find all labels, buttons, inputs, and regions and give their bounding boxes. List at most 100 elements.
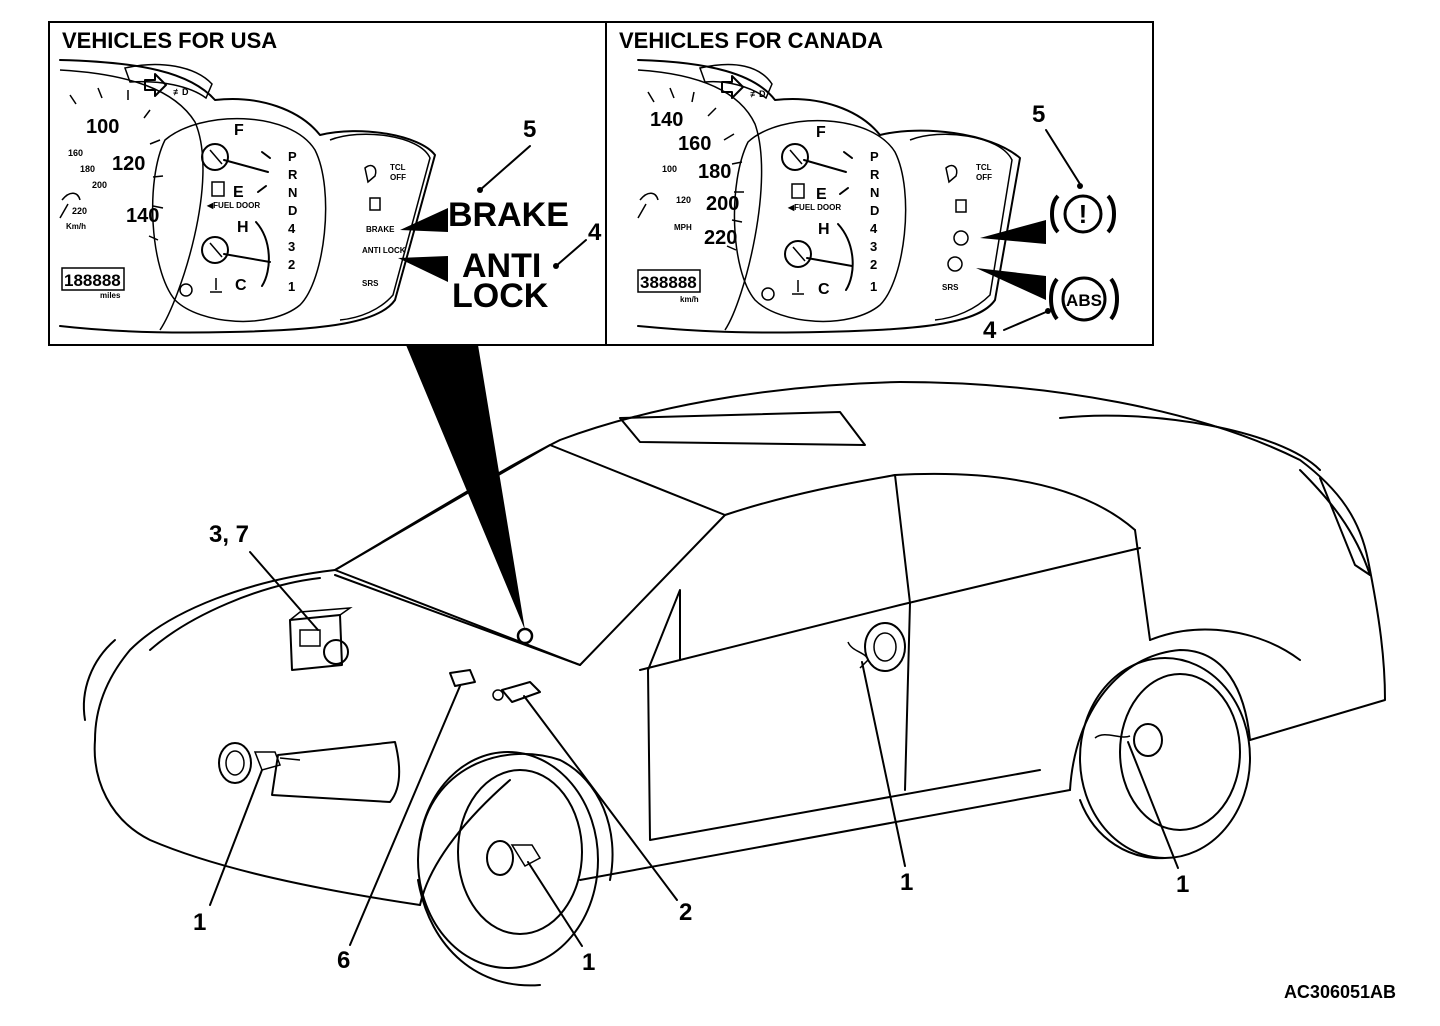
callout-g-sensor-leader (349, 685, 461, 946)
front-wheel-speed-sensor-ring (486, 840, 514, 876)
gear-label: 1 (288, 279, 295, 294)
sensor-head (253, 751, 301, 771)
gear-label: 4 (288, 221, 296, 236)
speed-label: 120 (112, 153, 145, 175)
tcl-off-label-2: OFF (390, 173, 406, 182)
gear-label: 3 (870, 239, 877, 254)
vehicle-body (82, 381, 1386, 906)
abs-hydraulic-unit (289, 607, 353, 671)
callout-front-right-sensor: 1 (582, 949, 595, 976)
stop-switch-body (501, 681, 541, 703)
abs-pointer-wedge (976, 268, 1046, 300)
srs-lamp-small: SRS (362, 279, 379, 288)
callout-rear-left-sensor: 1 (900, 869, 913, 896)
hood-edge (94, 569, 336, 741)
srs-lamp-small: SRS (942, 283, 959, 292)
rear-wheel-speed-sensor (1094, 734, 1131, 739)
speed-minor-label: 220 (72, 206, 87, 216)
fuel-pump-icon (211, 181, 225, 197)
inset-frame (48, 21, 1154, 346)
fog-lamp-icon: ≢D (173, 87, 189, 97)
usa-fuel-gauge: F E ◀FUEL DOOR (201, 122, 271, 210)
speed-tick (149, 139, 161, 145)
abs-symbol-text: ABS (1066, 291, 1102, 310)
rear-roof-edge (1059, 414, 1321, 471)
temp-cold-label: C (235, 277, 247, 294)
coolant-temp-icon (792, 280, 804, 295)
speed-tick (143, 109, 151, 119)
abs-unit-top (289, 607, 353, 621)
usa-callout-5-dot (477, 187, 483, 193)
usa-callout-4: 4 (588, 219, 602, 246)
rear-bumper (1249, 559, 1386, 741)
fuel-tick (257, 185, 267, 193)
front-door-bottom (647, 669, 1041, 841)
figure-code: AC306051AB (1284, 982, 1396, 1002)
front-nose (82, 639, 116, 721)
fuel-gauge-pivot (209, 149, 223, 165)
abs-symbol-bracket-right (1109, 277, 1119, 321)
usa-panel: VEHICLES FOR USA ≢D 100 120 140 160 180 … (59, 28, 602, 334)
usa-odometer: 188888 (64, 271, 121, 290)
speed-tick (707, 107, 717, 117)
gear-label: R (870, 167, 880, 182)
fuel-gauge-pivot (789, 149, 803, 165)
usa-speed-dial: 100 120 140 160 180 200 220 Km/h (59, 87, 164, 241)
speed-minor-label: 180 (80, 164, 95, 174)
fuel-gauge-hub (201, 143, 229, 171)
sensor-rotor (864, 622, 906, 672)
traction-control-icon (945, 164, 958, 184)
canada-fuel-gauge: F E ◀FUEL DOOR (781, 124, 853, 212)
abs-symbol-bracket-left (1049, 277, 1059, 321)
speed-tick (152, 205, 164, 209)
abs-lamp-small-icon (947, 256, 963, 272)
gear-label: R (288, 167, 298, 182)
usa-callout-4-leader (555, 239, 587, 267)
front-tire (417, 751, 599, 969)
brake-warning-label: BRAKE (448, 196, 569, 234)
anti-lock-label-1: ANTI (462, 247, 541, 285)
g-sensor (449, 669, 476, 687)
usa-odo-unit: miles (100, 291, 121, 300)
front-wheel-arch (419, 752, 614, 881)
brake-pointer-wedge (400, 208, 448, 232)
brake-symbol-bracket-left (1050, 194, 1060, 234)
canada-indicator-hood (699, 63, 773, 100)
speed-label: 160 (678, 133, 711, 155)
callout-g-sensor: 6 (337, 947, 350, 974)
fuel-needle (223, 159, 269, 173)
low-fuel-icon (955, 199, 967, 213)
speed-tick (669, 87, 675, 99)
beltline (639, 547, 1141, 671)
gear-label: P (870, 149, 879, 164)
brake-symbol-ring (1063, 194, 1103, 234)
rear-quarter-line (1149, 628, 1301, 661)
window-top-rear (894, 472, 1136, 531)
callout-rear-right-leader (1127, 741, 1179, 869)
canada-odo-unit: km/h (680, 295, 699, 304)
speed-tick (731, 219, 743, 223)
speed-tick (647, 91, 655, 103)
speed-unit: MPH (674, 223, 692, 232)
fuel-empty-label: E (816, 186, 827, 203)
speed-unit: Km/h (66, 222, 86, 231)
speed-needle-icon (637, 192, 659, 219)
callout-front-left-leader (209, 769, 263, 906)
speed-tick (69, 94, 77, 105)
fuel-full-label: F (234, 122, 244, 139)
gear-label: N (288, 185, 297, 200)
front-rim (457, 769, 583, 935)
speed-minor-label: 120 (676, 195, 691, 205)
trip-reset-knob (179, 283, 193, 297)
temp-hot-label: H (237, 219, 249, 236)
abs-pump-motor (323, 639, 349, 665)
rear-deck (1299, 469, 1371, 576)
brake-symbol-bracket-right (1106, 194, 1116, 234)
temp-gauge-hub (784, 240, 812, 268)
rear-rim (1119, 673, 1241, 831)
temp-needle (806, 257, 853, 267)
component-callouts: 3, 7 1 6 1 2 1 1 (193, 521, 1189, 976)
b-pillar (894, 474, 911, 791)
gear-label: 1 (870, 279, 877, 294)
callout-stop-switch: 2 (679, 899, 692, 926)
